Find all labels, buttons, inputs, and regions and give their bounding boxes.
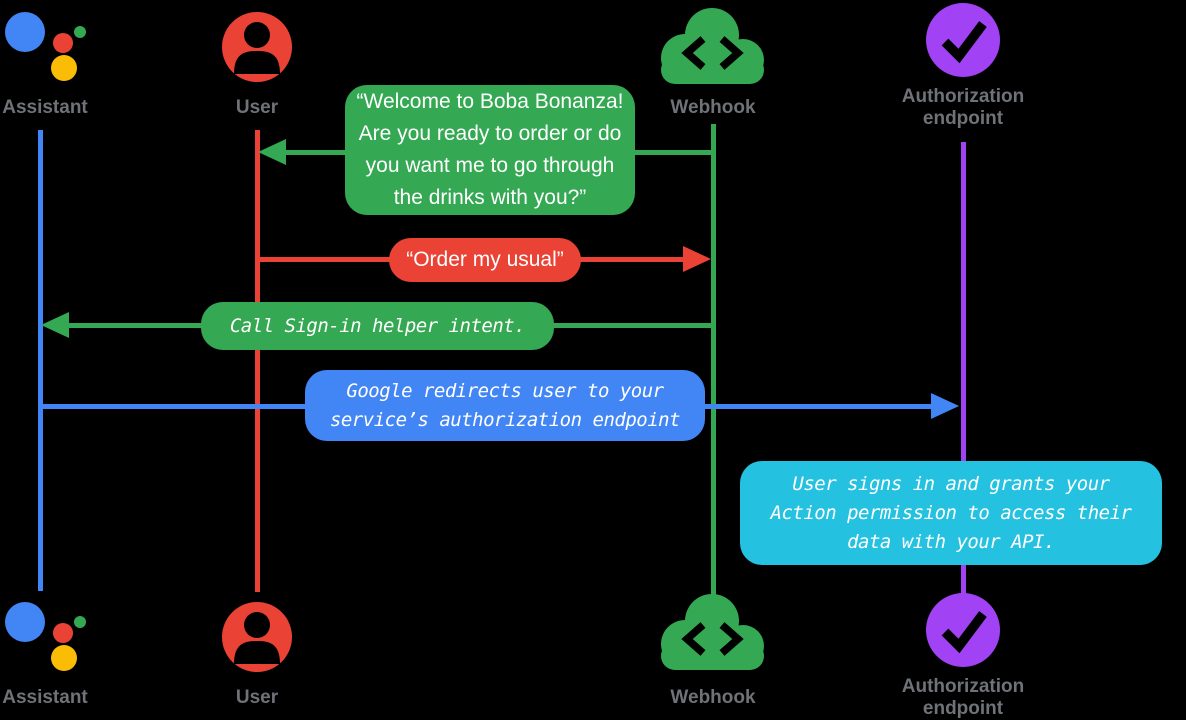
auth-endpoint-check-icon-bottom <box>926 593 1000 667</box>
arrow-redirect-head <box>931 393 959 419</box>
note-signin-grant-bubble: User signs in and grants your Action per… <box>740 461 1162 565</box>
webhook-cloud-icon <box>661 8 764 84</box>
arrow-welcome-head <box>258 139 286 165</box>
assistant-label-top: Assistant <box>2 97 88 118</box>
arrow-order-head <box>683 246 711 272</box>
google-assistant-logo-icon <box>5 12 86 81</box>
webhook-label-top: Webhook <box>670 97 756 118</box>
auth-endpoint-label-top: Authorization endpoint <box>901 86 1025 129</box>
message-welcome-bubble: “Welcome to Boba Bonanza! Are you ready … <box>345 85 635 215</box>
assistant-lifeline <box>38 130 43 591</box>
message-signin-bubble: Call Sign-in helper intent. <box>201 302 554 350</box>
message-redirect-bubble: Google redirects user to your service’s … <box>305 370 705 441</box>
user-person-icon-bottom <box>222 602 292 672</box>
message-order-bubble: “Order my usual” <box>389 238 581 282</box>
webhook-lifeline <box>711 124 716 597</box>
user-label-bottom: User <box>235 687 279 708</box>
user-lifeline <box>255 130 260 592</box>
auth-endpoint-check-icon <box>926 3 1000 77</box>
arrow-signin-head <box>41 312 69 338</box>
auth-endpoint-label-bottom: Authorization endpoint <box>901 676 1025 719</box>
webhook-cloud-icon-bottom <box>661 594 764 670</box>
google-assistant-logo-icon-bottom <box>5 602 86 671</box>
auth-endpoint-lifeline <box>961 142 966 601</box>
assistant-label-bottom: Assistant <box>2 687 88 708</box>
user-person-icon <box>222 12 292 82</box>
webhook-label-bottom: Webhook <box>670 687 756 708</box>
user-label-top: User <box>235 97 279 118</box>
